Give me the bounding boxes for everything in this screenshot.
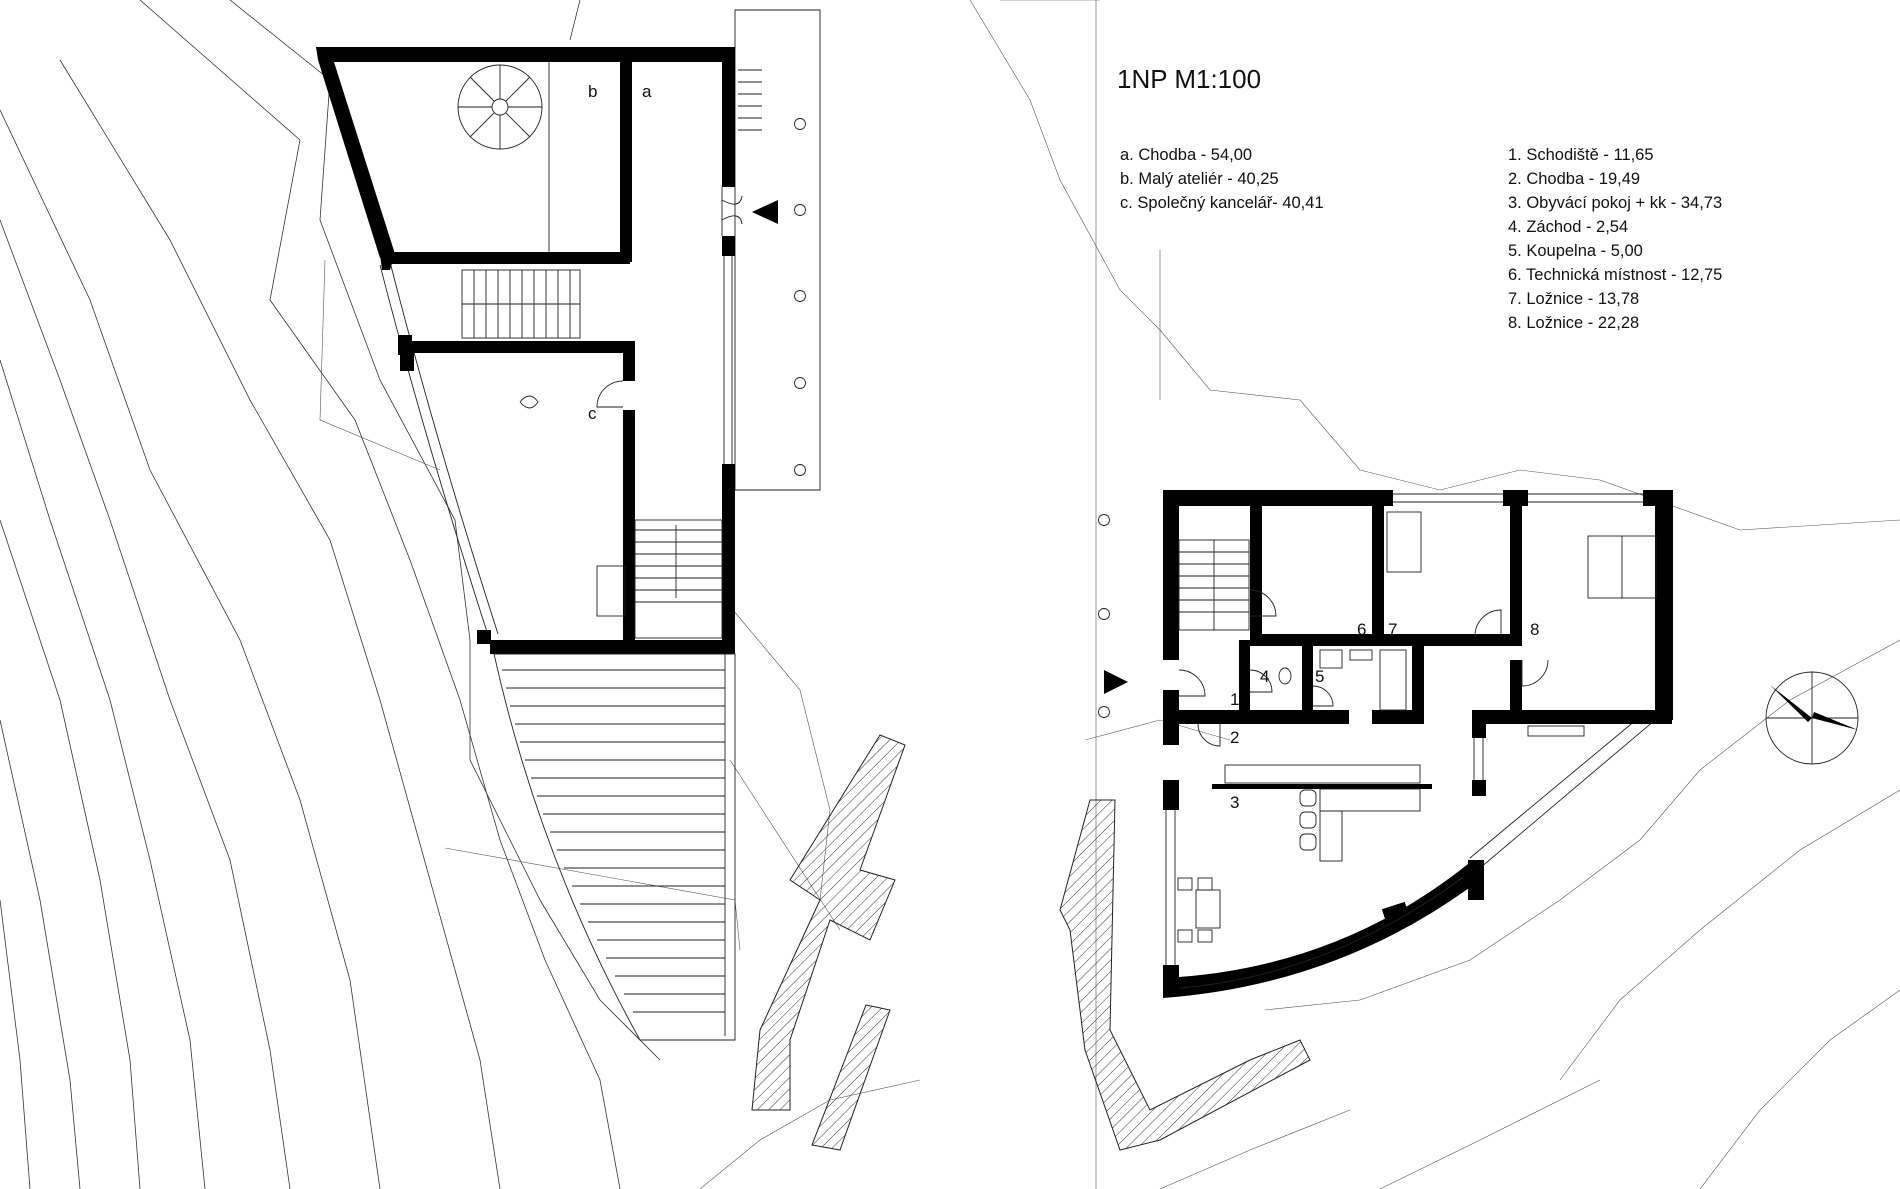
room-label-4: 4 — [1260, 667, 1269, 686]
room-label-c: c — [588, 404, 597, 423]
room-label-a: a — [642, 82, 652, 101]
legend-right-item: 4. Záchod - 2,54 — [1508, 218, 1628, 236]
legend-right-item: 1. Schodiště - 11,65 — [1508, 146, 1654, 164]
room-label-b: b — [588, 82, 597, 101]
right-building — [1098, 490, 1673, 998]
left-building — [316, 9, 821, 1041]
retaining-walls-left — [751, 734, 906, 1151]
legend-left-item: a. Chodba - 54,00 — [1120, 146, 1252, 164]
legend-right-item: 6. Technická místnost - 12,75 — [1508, 266, 1722, 284]
room-label-1: 1 — [1230, 690, 1239, 709]
legend-right-item: 2. Chodba - 19,49 — [1508, 170, 1640, 188]
room-labels-left: a b c — [588, 82, 652, 423]
room-label-8: 8 — [1530, 620, 1539, 639]
legend-right-item: 8. Ložnice - 22,28 — [1508, 314, 1639, 332]
retaining-walls-right — [1059, 799, 1311, 1151]
legend-left-item: b. Malý ateliér - 40,25 — [1120, 170, 1279, 188]
legend-right-item: 7. Ložnice - 13,78 — [1508, 290, 1639, 308]
room-label-7: 7 — [1388, 620, 1397, 639]
legend-right-item: 5. Koupelna - 5,00 — [1508, 242, 1643, 260]
north-arrow-icon — [1765, 671, 1859, 765]
room-label-2: 2 — [1230, 728, 1239, 747]
drawing-title: 1NP M1:100 — [1117, 64, 1261, 94]
room-label-6: 6 — [1357, 620, 1366, 639]
legend-right-item: 3. Obyvácí pokoj + kk - 34,73 — [1508, 194, 1722, 212]
room-label-3: 3 — [1230, 793, 1239, 812]
legend-left-item: c. Společný kancelář- 40,41 — [1120, 194, 1324, 212]
legend-left: a. Chodba - 54,00 b. Malý ateliér - 40,2… — [1120, 146, 1324, 212]
legend-right: 1. Schodiště - 11,65 2. Chodba - 19,49 3… — [1508, 146, 1722, 332]
room-label-5: 5 — [1315, 667, 1324, 686]
room-labels-right: 1 2 3 4 5 6 7 8 — [1230, 620, 1539, 812]
